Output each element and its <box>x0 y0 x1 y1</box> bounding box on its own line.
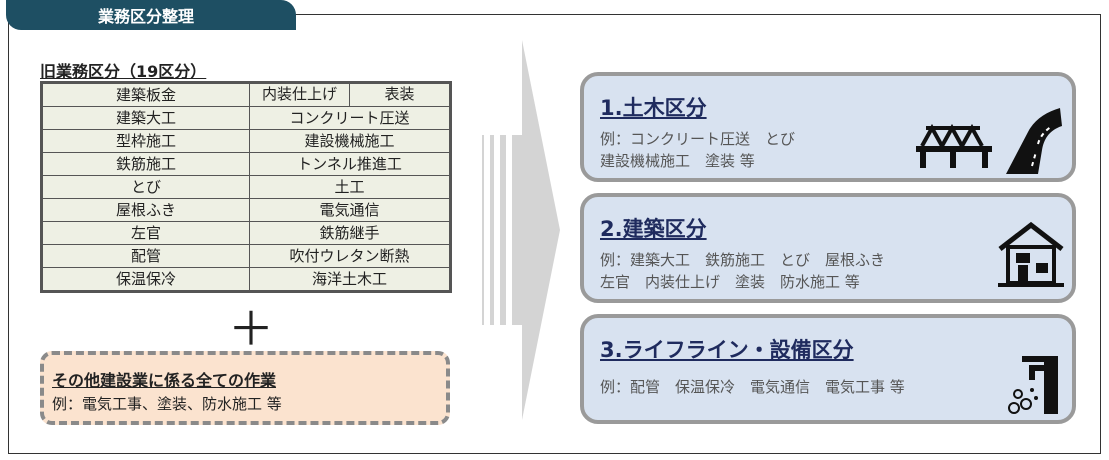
table-row: 型枠施工建設機械施工 <box>41 129 451 153</box>
table-cell: 型枠施工 <box>41 129 250 153</box>
table-row: とび土工 <box>41 175 451 199</box>
table-cell: とび <box>41 175 250 199</box>
old-categories-table: 建築板金 内装仕上げ表装 建築大工コンクリート圧送 型枠施工建設機械施工 鉄筋施… <box>40 81 452 293</box>
category-example-line: 例：コンクリート圧送 とび <box>600 130 796 148</box>
section-tab: 業務区分整理 <box>6 0 296 30</box>
category-title: 2.建築区分 <box>600 217 707 241</box>
category-example-line: 例：配管 保温保冷 電気通信 電気工事 等 <box>600 378 905 396</box>
table-cell: 建設機械施工 <box>249 129 451 153</box>
category-example-line: 建設機械施工 塗装 等 <box>600 152 755 170</box>
table-cell: 建築板金 <box>41 82 250 107</box>
table-cell: 電気通信 <box>249 198 451 222</box>
table-cell: 海洋土木工 <box>249 267 451 292</box>
plus-sign: ＋ <box>228 302 274 356</box>
section-tab-label: 業務区分整理 <box>98 7 195 26</box>
faucet-icon <box>1008 356 1058 414</box>
other-work-box: その他建設業に係る全ての作業 例：電気工事、塗装、防水施工 等 <box>40 351 450 425</box>
category-example-line: 例：建築大工 鉄筋施工 とび 屋根ふき <box>600 251 886 269</box>
road-icon <box>1006 108 1062 174</box>
table-row: 屋根ふき電気通信 <box>41 198 451 222</box>
table-cell: 配管 <box>41 244 250 268</box>
bridge-icon <box>916 123 992 168</box>
house-icon <box>998 221 1064 287</box>
table-cell: トンネル推進工 <box>249 152 451 176</box>
table-row: 建築板金 内装仕上げ表装 <box>41 82 451 107</box>
category-example: 例：コンクリート圧送 とび 建設機械施工 塗装 等 <box>600 128 795 172</box>
category-card-civil: 1.土木区分 例：コンクリート圧送 とび 建設機械施工 塗装 等 <box>580 72 1076 182</box>
table-cell: 内装仕上げ表装 <box>249 82 451 107</box>
table-cell: 土工 <box>249 175 451 199</box>
category-example: 例：建築大工 鉄筋施工 とび 屋根ふき 左官 内装仕上げ 塗装 防水施工 等 <box>600 249 885 293</box>
table-cell: 鉄筋施工 <box>41 152 250 176</box>
table-row: 保温保冷海洋土木工 <box>41 267 451 292</box>
category-card-lifeline: 3.ライフライン・設備区分 例：配管 保温保冷 電気通信 電気工事 等 <box>580 314 1076 424</box>
old-categories-title: 旧業務区分（19区分） <box>40 62 207 81</box>
table-cell-part: 内装仕上げ <box>261 85 337 103</box>
table-cell-part: 表装 <box>349 84 449 106</box>
table-cell: コンクリート圧送 <box>249 106 451 130</box>
other-work-title: その他建設業に係る全ての作業 <box>52 371 277 390</box>
table-cell: 建築大工 <box>41 106 250 130</box>
outer-frame <box>8 14 1101 454</box>
category-example-line: 左官 内装仕上げ 塗装 防水施工 等 <box>600 273 860 291</box>
table-cell: 屋根ふき <box>41 198 250 222</box>
category-card-building: 2.建築区分 例：建築大工 鉄筋施工 とび 屋根ふき 左官 内装仕上げ 塗装 防… <box>580 193 1076 303</box>
right-arrow-icon <box>482 40 560 420</box>
table-cell: 左官 <box>41 221 250 245</box>
table-cell: 吹付ウレタン断熱 <box>249 244 451 268</box>
category-title: 1.土木区分 <box>600 96 707 120</box>
other-work-example: 例：電気工事、塗装、防水施工 等 <box>52 395 282 413</box>
table-row: 建築大工コンクリート圧送 <box>41 106 451 130</box>
category-title: 3.ライフライン・設備区分 <box>600 338 854 362</box>
category-example: 例：配管 保温保冷 電気通信 電気工事 等 <box>600 376 905 398</box>
table-cell: 鉄筋継手 <box>249 221 451 245</box>
table-row: 鉄筋施工トンネル推進工 <box>41 152 451 176</box>
table-row: 配管吹付ウレタン断熱 <box>41 244 451 268</box>
table-row: 左官鉄筋継手 <box>41 221 451 245</box>
table-cell: 保温保冷 <box>41 267 250 292</box>
